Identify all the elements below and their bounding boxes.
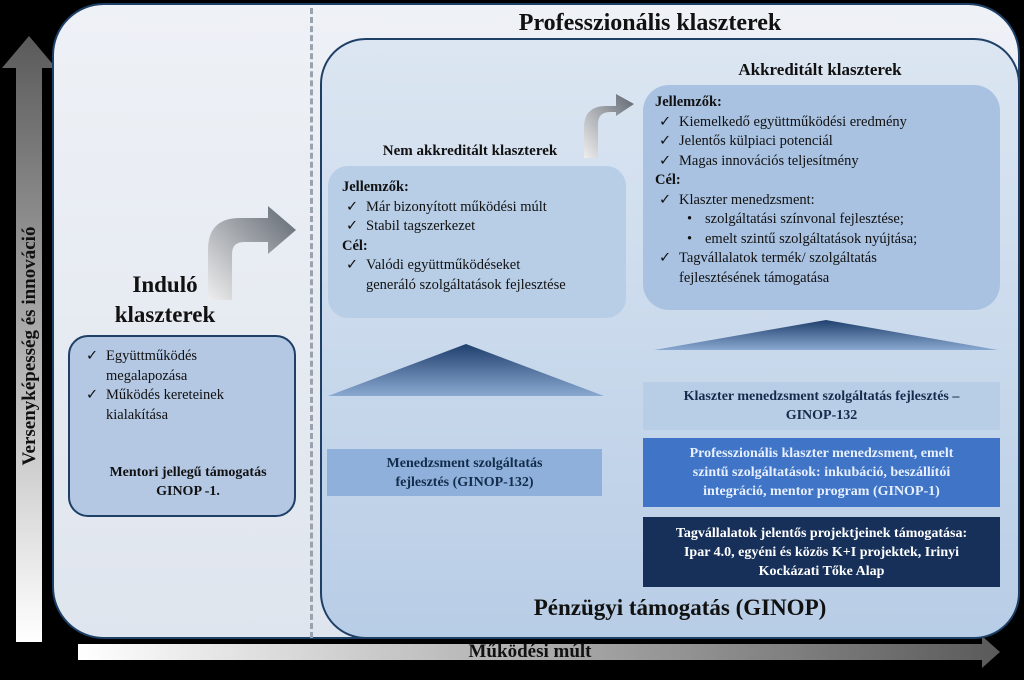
indulo-card: ✓Együttműködés megalapozása ✓Működés ker… [68,335,296,517]
mentor-support: Mentori jellegű támogatás GINOP -1. [109,465,267,499]
y-axis-label: Versenyképesség és innováció [19,226,40,466]
list-item: ✓Már bizonyított működési múlt [346,198,547,215]
list-item: ✓Tagvállalatok termék/ szolgáltatás [659,250,877,266]
y-axis-arrow [2,36,56,642]
sub-item: •szolgáltatási színvonal fejlesztése; [687,211,904,227]
support-box-cluster-management: Klaszter menedzsment szolgáltatás fejles… [643,382,1000,430]
sub-item: •emelt szintű szolgáltatások nyújtása; [687,230,918,247]
akkreditalt-card: Jellemzők: ✓Kiemelkedő együttműködési er… [643,85,1000,310]
goal-heading: Cél: [342,237,368,254]
list-item-continuation: generáló szolgáltatások fejlesztése [366,276,566,293]
support-box-member-projects: Tagvállalatok jelentős projektjeinek tám… [643,517,1000,587]
akkreditalt-title: Akkreditált klaszterek [738,60,902,79]
list-item-continuation: megalapozása [106,367,188,384]
dashed-divider [310,8,313,638]
list-item: ✓Stabil tagszerkezet [346,218,476,234]
professional-title: Professzionális klaszterek [518,10,782,36]
list-item: ✓Működés kereteinek [86,387,224,403]
bend-arrow-nem [584,94,634,158]
features-heading: Jellemzők: [655,94,722,110]
list-item-continuation: kialakítása [106,406,169,423]
goal-heading: Cél: [655,172,681,188]
features-heading: Jellemzők: [342,179,409,195]
up-triangle-nem [328,344,604,396]
indulo-title: Induló klaszterek [114,272,216,327]
support-box-professional: Professzionális klaszter menedzsment, em… [643,438,1000,507]
list-item: ✓Magas innovációs teljesítmény [659,152,859,169]
bend-arrow-indulo [208,206,296,300]
list-item: ✓Klaszter menedzsment: [659,191,815,208]
x-axis-arrow [78,636,1000,668]
list-item: ✓Valódi együttműködéseket [346,257,521,273]
nem-akkreditalt-title: Nem akkreditált klaszterek [382,143,558,159]
up-triangle-akk [654,320,998,350]
list-item-continuation: fejlesztésének támogatása [679,269,830,286]
list-item: ✓Kiemelkedő együttműködési eredmény [659,113,907,130]
financial-support-title: Pénzügyi támogatás (GINOP) [533,595,827,620]
list-item: ✓Együttműködés [86,348,198,364]
list-item: ✓Jelentős külpiaci potenciál [659,133,833,149]
nem-akkreditalt-card: Jellemzők: ✓Már bizonyított működési múl… [328,166,626,318]
x-axis-label: Működési múlt [468,641,592,662]
